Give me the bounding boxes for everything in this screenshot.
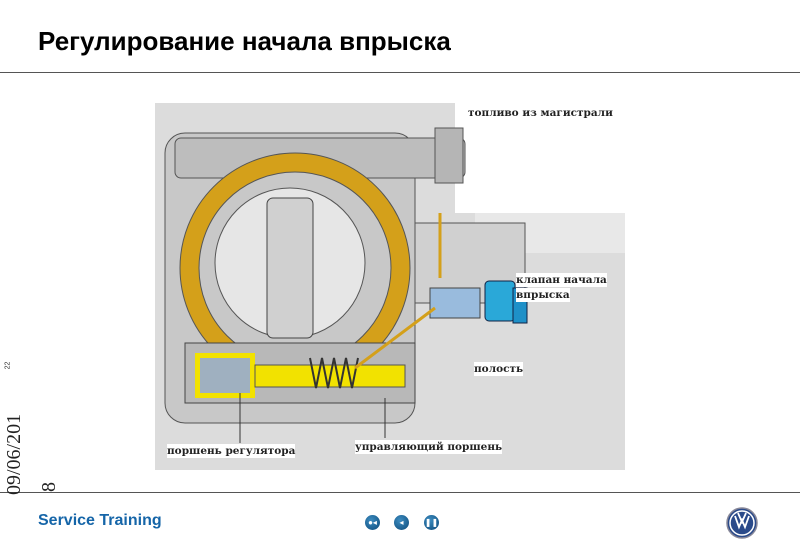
brand-service-training: Service Training [38, 512, 162, 529]
injection-timing-diagram [155, 103, 625, 470]
header-divider [0, 72, 800, 73]
back-button[interactable]: ◂ [394, 515, 409, 530]
pause-icon: ❚❚ [424, 518, 439, 527]
label-control-piston: управляющий поршень [355, 440, 503, 454]
label-fuel-from-line: топливо из магистрали [468, 106, 613, 120]
label-valve-line-2: впрыска [516, 288, 570, 302]
date-line-1: 09/06/201 [3, 413, 25, 495]
date-line-2: 8 [38, 482, 60, 492]
page-title: Регулирование начала впрыска [38, 26, 451, 56]
rewind-icon: ●◂ [368, 518, 377, 527]
label-regulator-piston: поршень регулятора [167, 444, 296, 458]
rewind-button[interactable]: ●◂ [365, 515, 380, 530]
label-cavity: полость [474, 362, 524, 376]
label-valve-line-1: клапан начала [516, 273, 607, 287]
pause-button[interactable]: ❚❚ [424, 515, 439, 530]
footer-divider [0, 492, 800, 493]
back-icon: ◂ [399, 518, 404, 527]
page-number: 22 [4, 361, 12, 370]
vw-logo [726, 507, 758, 539]
